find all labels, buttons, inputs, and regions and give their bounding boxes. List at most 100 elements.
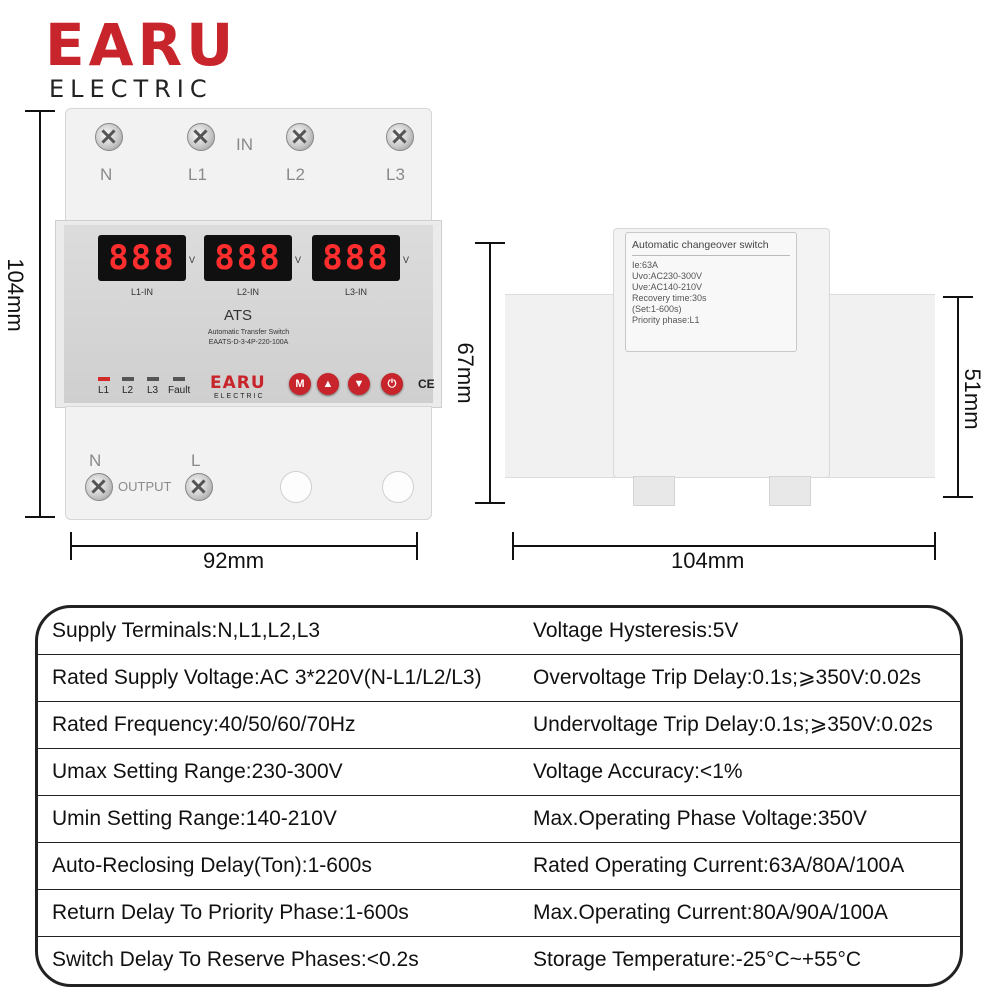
rail-height-line [957, 296, 959, 498]
side-foot-left [633, 476, 675, 506]
front-height-cap-top [25, 110, 55, 112]
logo-sub-text: ELECTRIC [49, 75, 213, 103]
display-l1-unit: V [189, 255, 196, 265]
spec-row: Supply Terminals:N,L1,L2,L3 Voltage Hyst… [38, 608, 960, 655]
terminal-label-n-out: N [89, 451, 102, 470]
spec-right: Voltage Hysteresis:5V [533, 619, 739, 642]
indicator-led-l3 [147, 377, 159, 381]
side-width-cap-left [512, 532, 514, 560]
front-height-cap-bottom [25, 516, 55, 518]
spec-right: Overvoltage Trip Delay:0.1s;⩾350V:0.02s [533, 666, 922, 689]
up-button[interactable]: ▲ [317, 373, 339, 395]
terminal-label-l2-in: L2 [286, 165, 305, 184]
control-panel: 888 V L1-IN 888 V L2-IN 888 V L3-IN ATS … [64, 225, 435, 403]
display-l2: 888 [204, 235, 292, 281]
spec-left: Rated Supply Voltage:AC 3*220V(N-L1/L2/L… [52, 666, 482, 689]
spec-row: Umin Setting Range:140-210V Max.Operatin… [38, 796, 960, 843]
front-view-device: IN N L1 L2 L3 888 V L1-IN 888 V L2-IN 88… [55, 108, 442, 520]
device-subtitle: Automatic Transfer Switch [207, 329, 290, 336]
terminal-label-l-out: L [191, 451, 201, 470]
side-label-title: Automatic changeover switch [632, 239, 790, 256]
brand-logo: EARU ELECTRIC [45, 15, 237, 103]
terminal-screw-l-out [185, 473, 213, 501]
blank-knob-1 [280, 471, 312, 503]
rail-height-cap-top [943, 296, 973, 298]
front-width-line [70, 545, 418, 547]
side-label-line: Uvo:AC230-300V [632, 271, 703, 281]
panel-brand-logo: EARU [210, 373, 266, 393]
spec-row: Return Delay To Priority Phase:1-600s Ma… [38, 890, 960, 937]
display-l1-label: L1-IN [130, 287, 153, 297]
display-l2-unit: V [295, 255, 302, 265]
logo-brand-text: EARU [45, 11, 238, 79]
panel-brand-sub: ELECTRIC [214, 393, 265, 400]
front-width-cap-right [416, 532, 418, 560]
spec-left: Umax Setting Range:230-300V [52, 760, 343, 783]
terminal-screw-l3-in [386, 123, 414, 151]
spec-left: Rated Frequency:40/50/60/70Hz [52, 713, 356, 736]
display-l2-label: L2-IN [236, 287, 259, 297]
side-label-line: Priority phase:L1 [632, 315, 700, 325]
front-height-line [39, 110, 41, 518]
front-width-label: 92mm [203, 548, 265, 573]
indicator-led-l2 [122, 377, 134, 381]
spec-left: Auto-Reclosing Delay(Ton):1-600s [52, 854, 372, 877]
side-foot-right [769, 476, 811, 506]
front-width-cap-left [70, 532, 72, 560]
indicator-label-fault: Fault [168, 385, 191, 396]
side-height-cap-bottom [475, 502, 505, 504]
spec-left: Umin Setting Range:140-210V [52, 807, 337, 830]
spec-right: Storage Temperature:-25°C~+55°C [533, 948, 862, 971]
indicator-led-fault [173, 377, 185, 381]
spec-row: Rated Supply Voltage:AC 3*220V(N-L1/L2/L… [38, 655, 960, 702]
side-height-line [489, 242, 491, 504]
indicator-label-l2: L2 [122, 385, 134, 396]
rail-height-label: 51mm [960, 368, 985, 430]
terminal-screw-n-out [85, 473, 113, 501]
indicator-led-l1 [98, 377, 110, 381]
ce-mark: CE [418, 377, 435, 391]
spec-row: Switch Delay To Reserve Phases:<0.2s Sto… [38, 937, 960, 983]
spec-right: Rated Operating Current:63A/80A/100A [533, 854, 905, 877]
spec-right: Max.Operating Phase Voltage:350V [533, 807, 867, 830]
down-button[interactable]: ▼ [348, 373, 370, 395]
indicator-label-l1: L1 [98, 385, 110, 396]
display-l1: 888 [98, 235, 186, 281]
display-l3-label: L3-IN [344, 287, 367, 297]
power-button[interactable]: ⏻ [381, 373, 403, 395]
spec-left: Supply Terminals:N,L1,L2,L3 [52, 619, 321, 642]
device-model: EAATS-D-3-4P-220-100A [208, 339, 289, 346]
side-height-cap-top [475, 242, 505, 244]
spec-row: Auto-Reclosing Delay(Ton):1-600s Rated O… [38, 843, 960, 890]
spec-row: Rated Frequency:40/50/60/70Hz Undervolta… [38, 702, 960, 749]
mode-button[interactable]: M [289, 373, 311, 395]
side-view-device: Automatic changeover switch Ie:63A Uvo:A… [505, 228, 935, 508]
side-width-line [512, 545, 936, 547]
input-header-label: IN [236, 135, 253, 154]
spec-right: Undervoltage Trip Delay:0.1s;⩾350V:0.02s [533, 713, 933, 736]
output-header-label: OUTPUT [118, 479, 172, 494]
terminal-label-l3-in: L3 [386, 165, 405, 184]
terminal-label-l1-in: L1 [188, 165, 207, 184]
spec-row: Umax Setting Range:230-300V Voltage Accu… [38, 749, 960, 796]
front-height-label: 104mm [3, 258, 28, 332]
side-label-line: (Set:1-600s) [632, 304, 682, 314]
indicator-label-l3: L3 [147, 385, 159, 396]
rail-height-cap-bottom [943, 496, 973, 498]
input-terminal-block: IN N L1 L2 L3 [65, 108, 432, 222]
side-height-label: 67mm [453, 342, 478, 404]
blank-knob-2 [382, 471, 414, 503]
display-l3-unit: V [403, 255, 410, 265]
spec-right: Max.Operating Current:80A/90A/100A [533, 901, 888, 924]
spec-table: Supply Terminals:N,L1,L2,L3 Voltage Hyst… [35, 605, 963, 987]
terminal-screw-l1-in [187, 123, 215, 151]
side-label-line: Ie:63A [632, 260, 659, 270]
spec-left: Return Delay To Priority Phase:1-600s [52, 901, 409, 924]
side-width-label: 104mm [671, 548, 745, 573]
side-label-line: Uve:AC140-210V [632, 282, 703, 292]
output-terminal-block: N L OUTPUT [65, 406, 432, 520]
front-control-section: 888 V L1-IN 888 V L2-IN 888 V L3-IN ATS … [55, 220, 442, 408]
spec-right: Voltage Accuracy:<1% [533, 760, 743, 783]
display-l3: 888 [312, 235, 400, 281]
side-width-cap-right [934, 532, 936, 560]
